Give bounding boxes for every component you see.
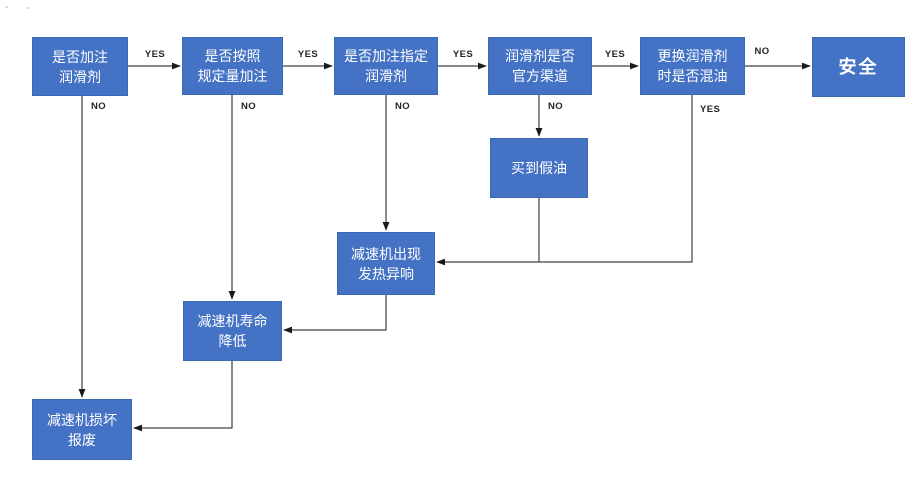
node-per-spec-amount: 是否按照 规定量加注 [182, 37, 283, 95]
node-official-channel: 润滑剂是否 官方渠道 [488, 37, 592, 95]
edge-label-no-per-spec-amount: NO [241, 101, 257, 112]
speck [5, 6, 8, 8]
edge-label-yes-4: YES [604, 49, 626, 60]
node-heat-noise: 减速机出现 发热异响 [337, 232, 435, 295]
node-oil-mixed: 更换润滑剂 时是否混油 [640, 37, 745, 95]
edge-oil-mixed-to-heat-noise [436, 95, 693, 266]
edge-label-no-official-channel: NO [548, 101, 564, 112]
edge-label-yes-2: YES [297, 49, 319, 60]
node-safe: 安全 [812, 37, 905, 97]
edge-label-no-add-lubricant: NO [91, 101, 107, 112]
edge-label-yes-1: YES [144, 49, 166, 60]
edge-label-no-safe: NO [754, 46, 770, 57]
edge-label-no-specified-lube: NO [395, 101, 411, 112]
node-fake-oil: 买到假油 [490, 138, 588, 198]
node-specified-lube: 是否加注指定 润滑剂 [334, 37, 438, 95]
node-lifespan-reduced: 减速机寿命 降低 [183, 301, 282, 361]
node-add-lubricant: 是否加注 润滑剂 [32, 37, 128, 96]
speck [26, 7, 29, 9]
edge-label-yes-3: YES [452, 49, 474, 60]
edge-label-yes-oil-mixed: YES [700, 104, 721, 115]
edge-lifespan-reduced-to-scrapped [133, 361, 233, 432]
edge-heat-noise-to-lifespan-reduced [283, 295, 387, 334]
node-scrapped: 减速机损坏 报废 [32, 399, 132, 460]
